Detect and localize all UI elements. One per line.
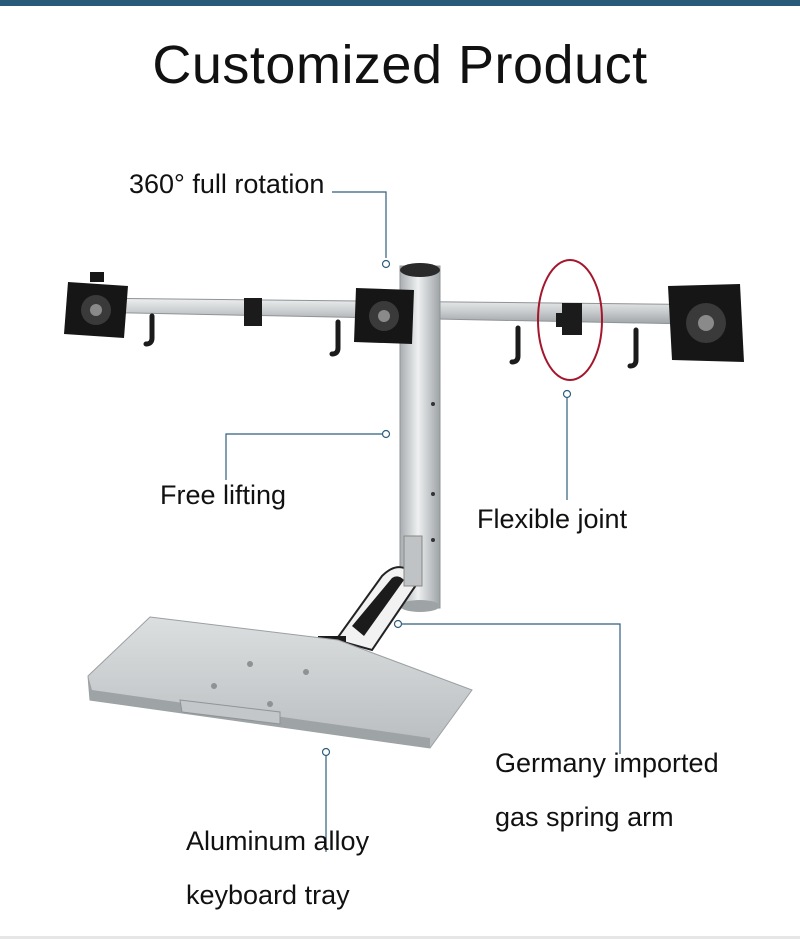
label-tray-line1: Aluminum alloy (186, 826, 370, 856)
label-gas-spring-line2: gas spring arm (495, 802, 674, 832)
bar-clamp-left (244, 298, 262, 326)
label-free-lifting: Free lifting (160, 480, 287, 510)
callout-lines (225, 191, 621, 852)
label-360-rotation: 360° full rotation (129, 169, 325, 199)
label-flexible-joint: Flexible joint (477, 504, 628, 534)
gas-spring-arm (318, 535, 423, 652)
top-border (0, 0, 800, 6)
label-tray-line2: keyboard tray (186, 880, 350, 910)
label-gas-spring-line1: Germany imported (495, 748, 719, 778)
vesa-mount-left (64, 272, 128, 338)
page-title: Customized Product (152, 35, 648, 95)
cable-hooks (143, 313, 639, 369)
joint-highlight-ellipse (537, 259, 603, 381)
bar-clamp-right (556, 303, 582, 335)
vesa-mount-center (354, 288, 414, 344)
vesa-mount-right (668, 284, 744, 362)
keyboard-tray (87, 616, 473, 749)
bottom-border (0, 936, 800, 939)
